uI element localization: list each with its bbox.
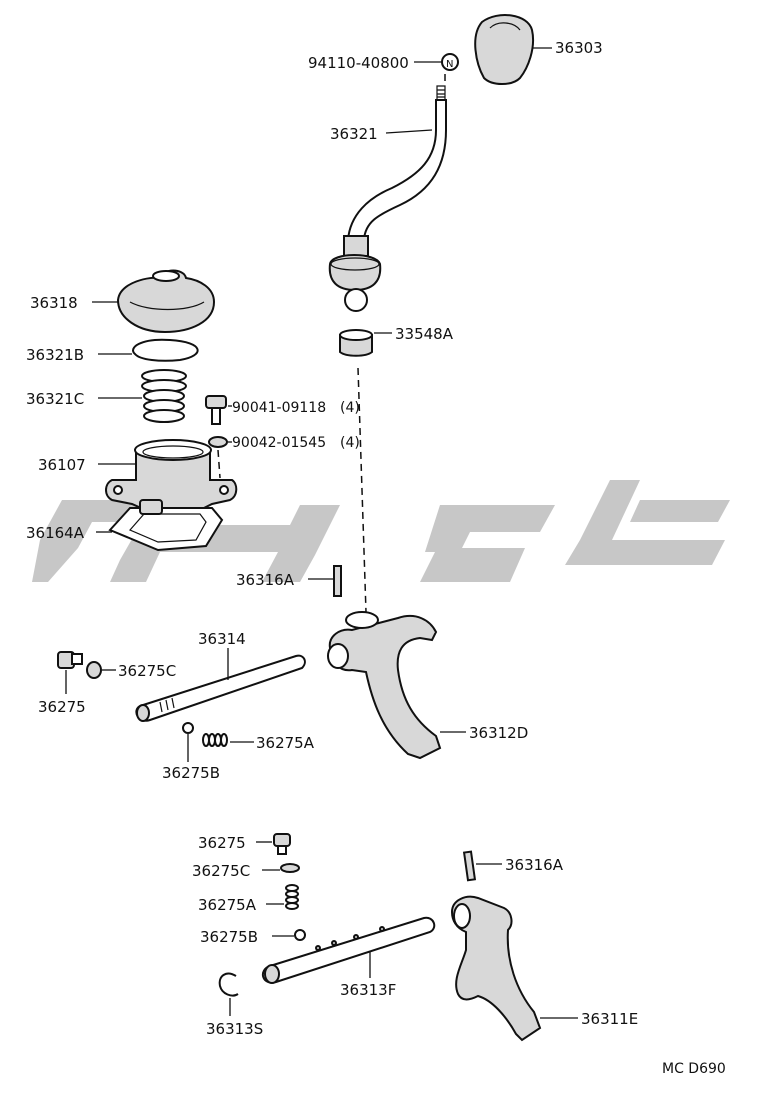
bolt-shank	[211, 407, 221, 425]
plug-bolt-upper-shank	[71, 653, 83, 665]
washer	[208, 436, 228, 448]
shift-boot-top	[152, 270, 180, 282]
label-36321B: 36321B	[26, 346, 84, 364]
label-36313S: 36313S	[206, 1020, 263, 1038]
roll-pin-upper	[333, 565, 342, 597]
shift-fork-upper	[328, 614, 442, 760]
shift-fork-lower	[450, 895, 542, 1042]
label-36316A-upper: 36316A	[236, 571, 295, 589]
label-36275A-upper: 36275A	[256, 734, 315, 752]
label-36314: 36314	[198, 630, 246, 648]
label-36312D: 36312D	[469, 724, 528, 742]
nut-letter: N	[446, 59, 453, 70]
shift-fork-upper-boss	[345, 611, 379, 629]
plug-washer-upper	[86, 661, 102, 679]
lever-bushing-top	[339, 329, 373, 341]
roll-pin-lower	[462, 850, 477, 882]
shift-shaft-lower-end	[264, 964, 280, 984]
shift-shaft-upper-end	[136, 704, 150, 722]
shift-lever-seat-top	[330, 257, 380, 271]
label-36107: 36107	[38, 456, 86, 474]
shift-lever-thread	[436, 85, 446, 101]
shift-shaft-upper-notches	[159, 697, 175, 713]
shift-fork-upper-bore	[327, 643, 349, 669]
plug-washer-lower	[280, 863, 300, 873]
watermark-shape-5	[565, 480, 730, 565]
shift-lever-ball	[344, 288, 368, 312]
label-36275C-upper: 36275C	[118, 662, 176, 680]
gasket-boss	[139, 499, 163, 515]
watermark-shape-4	[420, 505, 555, 582]
bolt-head	[205, 395, 227, 409]
plug-bolt-lower-head	[273, 833, 291, 847]
label-36275-upper: 36275	[38, 698, 86, 716]
label-90042-01545-qty: (4)	[340, 435, 360, 451]
detent-ball-lower	[294, 929, 306, 941]
watermark-shape-3	[238, 505, 340, 582]
shift-shaft-lower	[261, 916, 436, 984]
alignment-line-shaft	[357, 367, 367, 613]
alignment-bolt	[217, 449, 221, 479]
label-94110-40800: 94110-40800	[308, 54, 409, 72]
detent-spring-lower	[285, 884, 299, 910]
label-36313F: 36313F	[340, 981, 396, 999]
shift-knob	[474, 14, 534, 85]
shift-fork-lower-bore	[453, 903, 471, 929]
label-36275C-lower: 36275C	[192, 862, 250, 880]
label-36321C: 36321C	[26, 390, 84, 408]
label-36311E: 36311E	[581, 1010, 638, 1028]
housing-hole-right	[219, 485, 229, 495]
label-36275A-lower: 36275A	[198, 896, 257, 914]
shift-knob-highlight	[489, 22, 521, 31]
e-clip	[218, 972, 239, 997]
coil-spring-large	[141, 369, 187, 423]
housing-gasket	[108, 507, 224, 552]
label-36321: 36321	[330, 125, 378, 143]
shift-housing-top	[134, 439, 212, 461]
detent-spring-upper	[202, 733, 228, 747]
diagram-code: MC D690	[662, 1061, 726, 1077]
label-90042-01545: 90042-01545	[232, 435, 326, 451]
plug-bolt-lower-shank	[277, 845, 287, 855]
shift-housing	[105, 451, 238, 513]
label-36303: 36303	[555, 39, 603, 57]
shift-lever-rod	[346, 99, 447, 241]
label-90041-09118: 90041-09118	[232, 400, 326, 416]
label-33548A: 33548A	[395, 325, 454, 343]
leader-36321	[385, 129, 433, 134]
label-36318: 36318	[30, 294, 78, 312]
label-36316A-lower: 36316A	[505, 856, 564, 874]
shift-lever-collar	[343, 235, 369, 257]
label-36164A: 36164A	[26, 524, 85, 542]
shift-lever-seat	[328, 254, 382, 292]
label-36275B-lower: 36275B	[200, 928, 258, 946]
label-90041-09118-qty: (4)	[340, 400, 360, 416]
label-36275-lower: 36275	[198, 834, 246, 852]
shift-shaft-lower-holes	[315, 926, 385, 951]
label-36275B-upper: 36275B	[162, 764, 220, 782]
detent-ball-upper	[182, 722, 194, 734]
snap-ring	[132, 338, 199, 362]
shift-boot-fold	[129, 301, 205, 311]
housing-hole-left	[113, 485, 123, 495]
shift-housing-inner	[142, 445, 204, 459]
